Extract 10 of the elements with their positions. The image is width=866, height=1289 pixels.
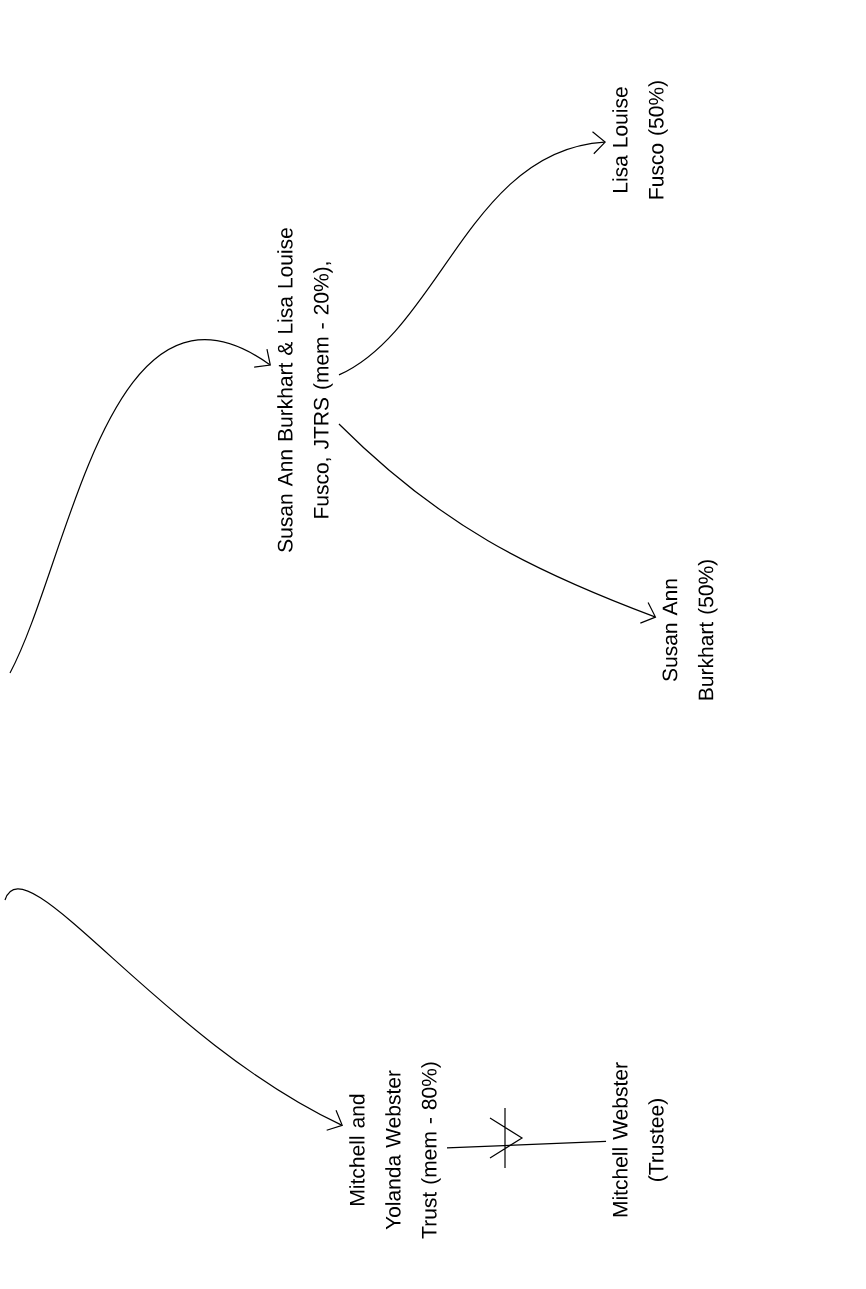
curved-arrow bbox=[4, 889, 344, 1131]
handwritten-text: Susan Ann Burkhart & Lisa Louise Fusco, JTRS (mem - 20%), bbox=[277, 228, 333, 552]
handwritten-text: Lisa Louise Fusco (50%) bbox=[612, 81, 668, 199]
curved-arrow bbox=[9, 339, 272, 674]
curved-arrow bbox=[338, 131, 606, 376]
handwritten-text: Mitchell and Yolanda Webster Trust (mem - 80%) bbox=[349, 1062, 441, 1239]
handwritten-text: Mitchell Webster (Trustee) bbox=[612, 1062, 668, 1217]
trustee-connector bbox=[446, 1140, 607, 1149]
curved-arrow bbox=[338, 423, 657, 624]
handwritten-text: Susan Ann Burkhart (50%) bbox=[662, 560, 718, 700]
